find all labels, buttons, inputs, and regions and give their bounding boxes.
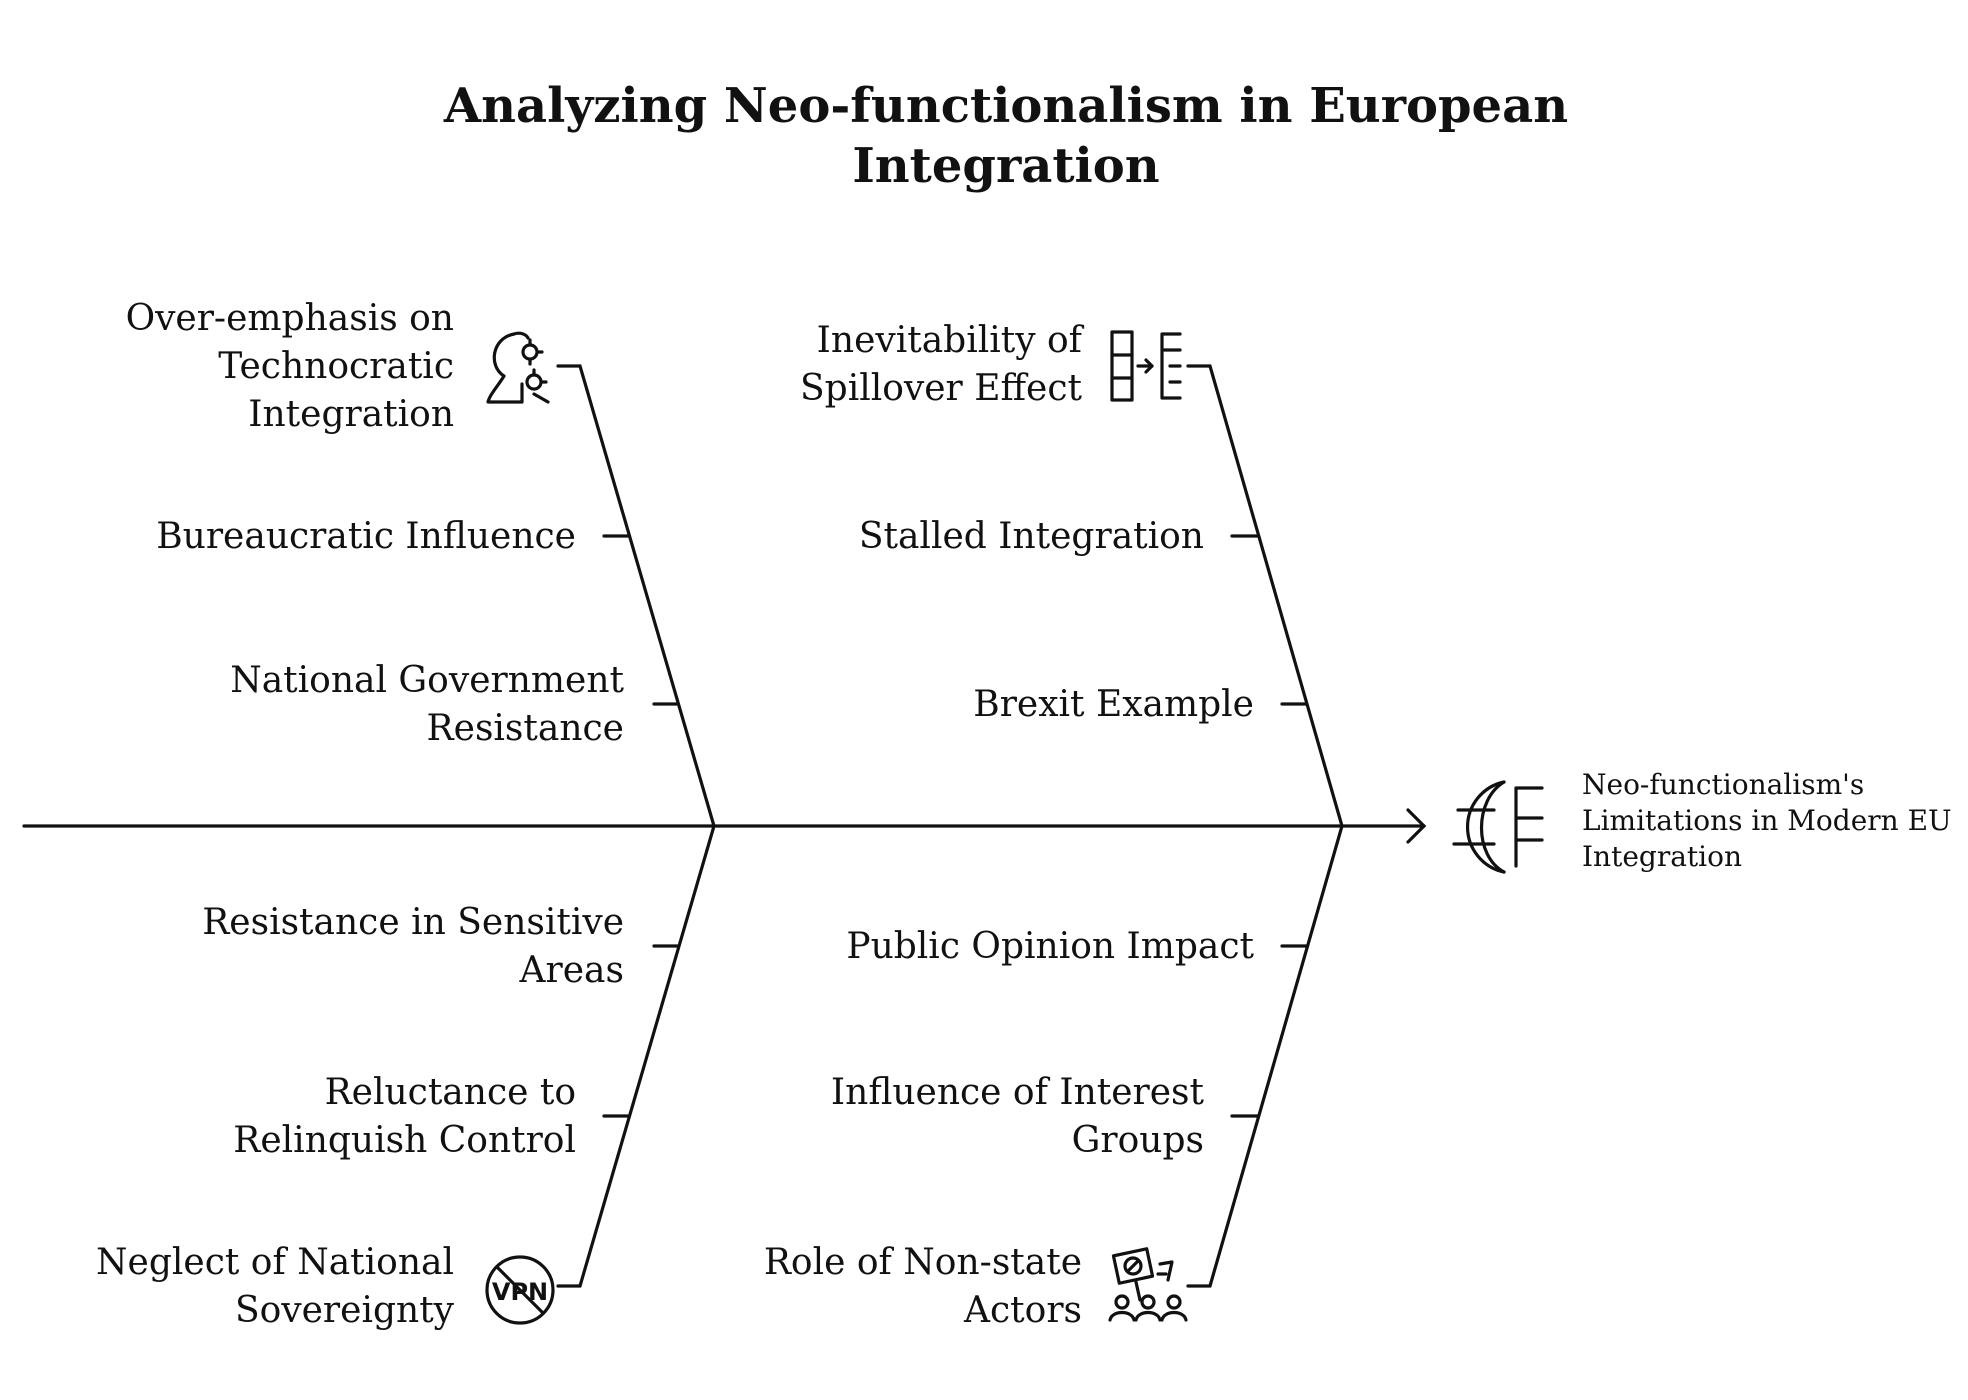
effect-label-line: Limitations in Modern EU [1582, 804, 1952, 837]
cause-brexit-example: Brexit Example [973, 684, 1254, 725]
spine [22, 808, 1427, 844]
cause-label-line: Resistance [427, 708, 624, 749]
cause-influence-interest-groups: Influence of Interest Groups [831, 1072, 1205, 1161]
cause-label-line: Integration [248, 394, 454, 435]
cause-label-line: Resistance in Sensitive [202, 902, 624, 943]
cause-label-line: Influence of Interest [831, 1072, 1205, 1113]
cause-label-line: Technocratic [218, 346, 454, 387]
head-gear-icon [486, 331, 550, 404]
cause-over-emphasis-technocratic: Over-emphasis on Technocratic Integratio… [126, 298, 454, 435]
cause-national-government-resistance: National Government Resistance [230, 660, 624, 749]
cause-role-non-state-actors: Role of Non-state Actors [764, 1242, 1082, 1331]
diagram-title: Analyzing Neo-functionalism in European … [443, 78, 1568, 194]
cause-label-line: Bureaucratic Influence [156, 516, 576, 557]
cause-label-line: Neglect of National [96, 1242, 454, 1283]
cause-label-line: Over-emphasis on [126, 298, 454, 339]
spine-arrowhead [1406, 808, 1427, 844]
cause-label-line: Sovereignty [235, 1290, 455, 1331]
vpn-glyph: VPN [492, 1278, 548, 1306]
bone-upper-right [1186, 364, 1344, 828]
effect-label-line: Integration [1582, 840, 1742, 873]
effect-globe-eu-icon [1452, 780, 1544, 874]
bone-lower-right [1208, 824, 1344, 1288]
cause-public-opinion-impact: Public Opinion Impact [846, 926, 1254, 967]
no-vpn-icon: VPN [485, 1255, 555, 1325]
title-line-2: Integration [852, 138, 1159, 194]
cause-label-line: Role of Non-state [764, 1242, 1082, 1283]
cause-inevitability-spillover: Inevitability of Spillover Effect [800, 320, 1085, 409]
cause-label-line: Reluctance to [325, 1072, 576, 1113]
cause-label-line: Inevitability of [817, 320, 1085, 361]
cause-label-line: Relinquish Control [233, 1120, 576, 1161]
cause-label-line: Actors [963, 1290, 1082, 1331]
bone-lower-left [578, 824, 716, 1288]
cause-label-line: Public Opinion Impact [846, 926, 1254, 967]
effect-label: Neo-functionalism's Limitations in Moder… [1582, 768, 1952, 873]
cause-label-line: Stalled Integration [859, 516, 1204, 557]
protest-group-icon [1108, 1247, 1188, 1322]
spillover-flow-icon [1110, 330, 1182, 402]
effect-label-line: Neo-functionalism's [1582, 768, 1864, 801]
cause-resistance-sensitive-areas: Resistance in Sensitive Areas [202, 902, 624, 991]
cause-neglect-national-sovereignty: Neglect of National Sovereignty [96, 1242, 455, 1331]
cause-label-line: Groups [1072, 1120, 1204, 1161]
bone-upper-left [556, 364, 716, 828]
cause-reluctance-relinquish-control: Reluctance to Relinquish Control [233, 1072, 576, 1161]
cause-stalled-integration: Stalled Integration [859, 516, 1204, 557]
branch-bones [556, 364, 1344, 1288]
cause-label-line: Areas [519, 950, 624, 991]
cause-label-line: Brexit Example [973, 684, 1254, 725]
title-line-1: Analyzing Neo-functionalism in European [443, 78, 1568, 134]
cause-bureaucratic-influence: Bureaucratic Influence [156, 516, 576, 557]
cause-ticks [602, 534, 1308, 1118]
cause-label-line: Spillover Effect [800, 368, 1083, 409]
cause-label-line: National Government [230, 660, 624, 701]
